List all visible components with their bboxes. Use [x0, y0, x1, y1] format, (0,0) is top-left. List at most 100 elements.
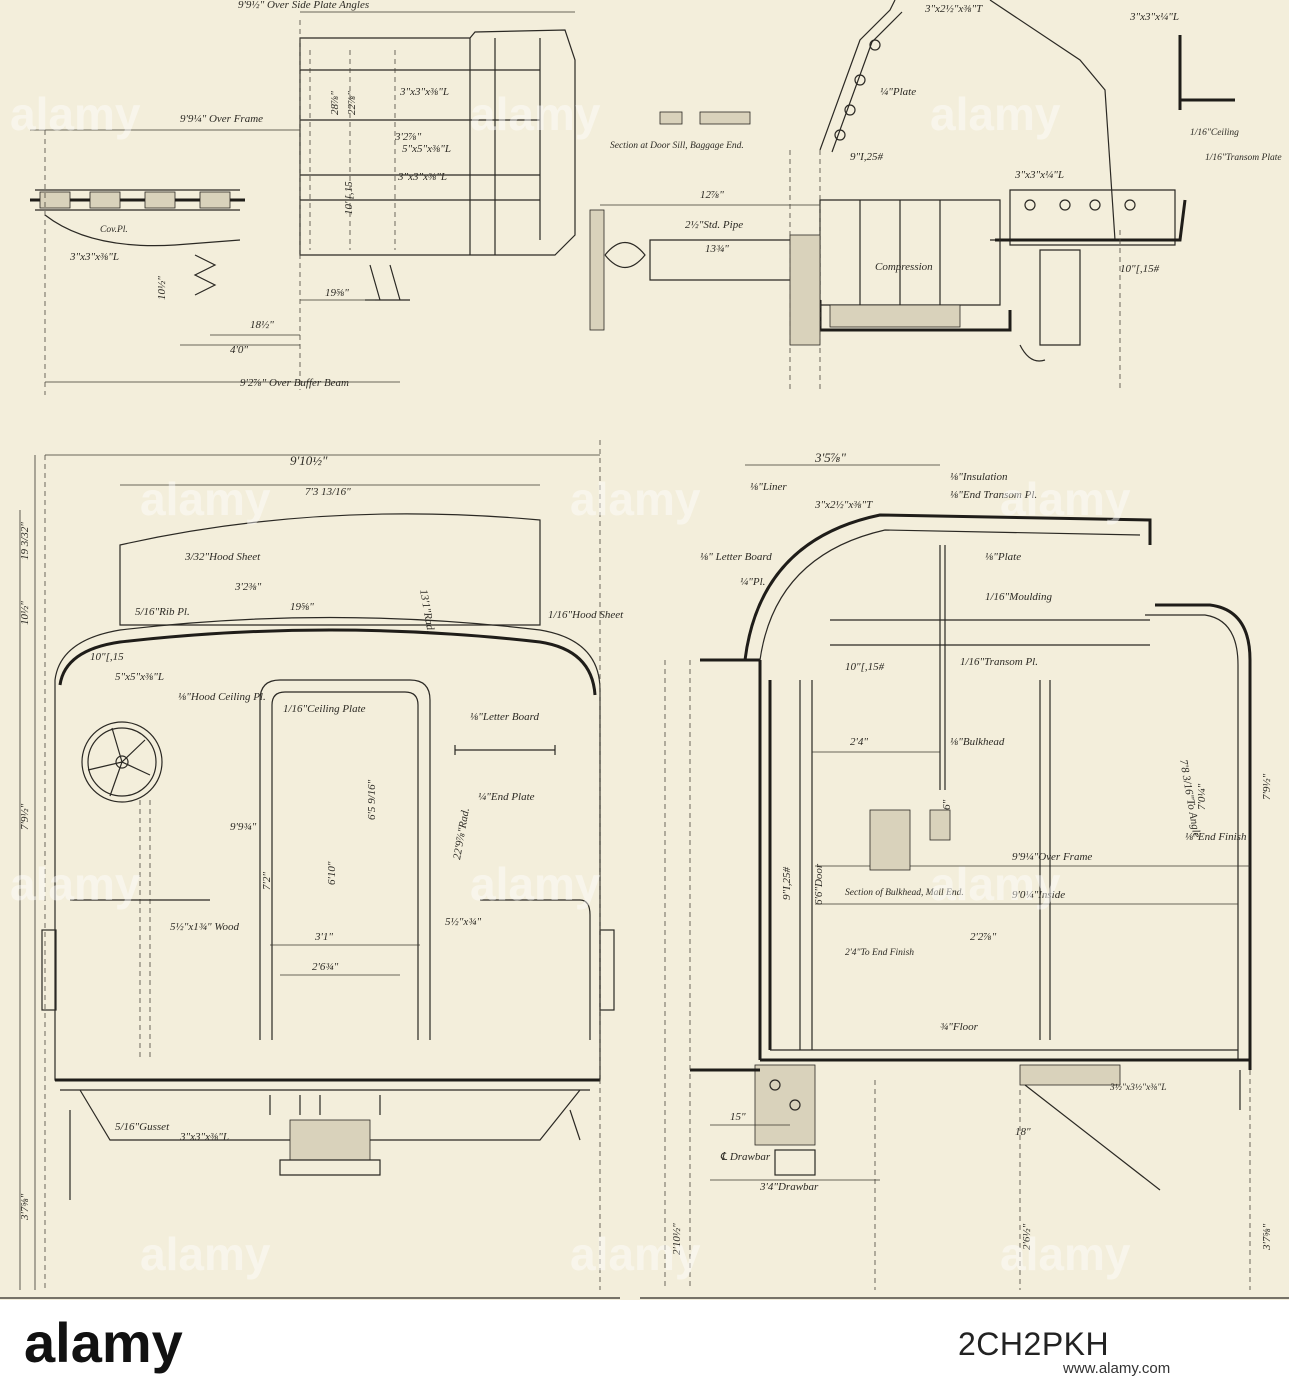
label-dim-7-0: 7'0¼": [1196, 783, 1208, 810]
label-dim-7-9-left: 7'9½": [19, 803, 31, 830]
label-rad-13: 13'1"Rad.: [417, 588, 436, 633]
label-moulding: 1/16"Moulding: [985, 591, 1052, 603]
label-dim-3-1: 3'1": [314, 931, 333, 943]
label-channel-top-right: 10"[,15#: [1120, 263, 1160, 275]
watermark-text: alamy: [470, 858, 601, 910]
label-over-side-plate-angles: 9'9½" Over Side Plate Angles: [238, 0, 369, 11]
brake-wheel: [81, 721, 163, 803]
label-drawbar-34: 3'4"Drawbar: [759, 1181, 819, 1193]
label-dim-6-10: 6'10": [326, 861, 338, 885]
label-dim-2-6: 2'6¾": [312, 961, 339, 973]
watermark-text: alamy: [470, 88, 601, 140]
label-dim-2-10: 2'10½": [671, 1223, 683, 1255]
label-dim-19-bottom: 19⅝": [290, 601, 314, 613]
label-over-buffer-beam: 9'2⅞" Over Buffer Beam: [240, 377, 349, 389]
label-end-transom: ⅛"End Transom Pl.: [950, 489, 1037, 501]
label-cov-pl: Cov.Pl.: [100, 225, 128, 235]
label-wood: 5½"x1¾" Wood: [170, 921, 240, 933]
label-dim-12: 12⅞": [700, 189, 724, 201]
label-beam-right: 9"I,25#: [781, 866, 793, 900]
technical-drawing: 9'9½" Over Side Plate Angles 3"x3"x⅜"L 3…: [0, 0, 1289, 1299]
label-over-frame-right: 9'9¼"Over Frame: [1012, 851, 1092, 863]
label-dim-10-side: 10½": [19, 601, 31, 625]
label-transom-pl: 1/16"Transom Pl.: [960, 656, 1038, 668]
label-gusset: 5/16"Gusset: [115, 1121, 170, 1133]
watermark-text: alamy: [10, 88, 141, 140]
label-dim-9-9: 9'9¾": [230, 821, 257, 833]
label-dim-9-10: 9'10½": [290, 453, 328, 468]
watermark-text: alamy: [10, 858, 141, 910]
label-letter-board-right: ⅛" Letter Board: [700, 551, 772, 563]
label-angle-3x3-frame: 3"x3"x⅜"L: [69, 251, 119, 263]
label-end-finish: ⅛"End Finish: [1185, 831, 1247, 843]
label-angle-3x3-top-right: 3"x3"x¼"L: [1129, 11, 1179, 23]
label-dim-2-6-right: 2'6½": [1021, 1223, 1033, 1250]
label-dim-6-5-left: 6'5 9/16": [366, 779, 378, 820]
label-dim-7-9-right: 7'9½": [1261, 773, 1273, 800]
label-angle-t: 3"x2½"x⅜"T: [814, 499, 873, 511]
label-over-frame: 9'9¼" Over Frame: [180, 113, 263, 125]
watermark-text: alamy: [570, 1228, 701, 1280]
label-channel-bottom-right: 10"[,15#: [845, 661, 885, 673]
site-url[interactable]: www.alamy.com: [1063, 1360, 1171, 1377]
watermark-layer: alamy alamy alamy alamy alamy alamy alam…: [10, 88, 1131, 1280]
label-liner: ⅛"Liner: [750, 481, 787, 493]
label-section-bulkhead: Section of Bulkhead, Mail End.: [845, 887, 964, 898]
label-angle-3x3-lower: 3"x3"x⅜"L: [397, 171, 447, 183]
label-floor: ¾"Floor: [940, 1021, 979, 1033]
label-section-door-sill: Section at Door Sill, Baggage End.: [610, 141, 744, 151]
label-dim-18: 18½": [250, 319, 274, 331]
label-letter-board: ⅛"Letter Board: [470, 711, 539, 723]
label-drawbar-center: ℄ Drawbar: [720, 1151, 771, 1163]
watermark-text: alamy: [930, 88, 1061, 140]
label-angle-bottom-right: 3½"x3½"x⅜"L: [1109, 1082, 1167, 1093]
label-angle-5x5: 5"x5"x⅜"L: [402, 143, 451, 155]
label-to-end-finish: 2'4"To End Finish: [845, 948, 914, 958]
label-rad-22: 22'9⅞"Rad.: [451, 807, 472, 860]
alamy-logo[interactable]: alamy: [20, 1310, 250, 1380]
label-dim-4-0: 4'0": [230, 344, 248, 356]
label-pl-quarter: ¼"Pl.: [740, 576, 765, 588]
label-angle-3x3-right: 3"x3"x¼"L: [1014, 169, 1064, 181]
label-dim-28: 28⅞": [329, 91, 341, 115]
label-plate-quarter: ¼"Plate: [880, 86, 916, 98]
label-bulkhead: ⅛"Bulkhead: [950, 736, 1005, 748]
label-dim-19-3: 19 3/32": [19, 522, 31, 560]
top-right-view: ¼"Plate 3"x2½"x⅜"T 3"x3"x¼"L 1/16"Ceilin…: [589, 0, 1282, 390]
label-ceiling: 1/16"Ceiling: [1190, 128, 1239, 138]
label-beam-9in: 9"I,25#: [850, 151, 884, 163]
drawing-sheet: 9'9½" Over Side Plate Angles 3"x3"x⅜"L 3…: [0, 0, 1289, 1300]
label-std-pipe: 2½"Std. Pipe: [685, 219, 743, 231]
top-left-view: 9'9½" Over Side Plate Angles 3"x3"x⅜"L 3…: [30, 0, 576, 395]
label-angle-top: 3"x2½"x⅜"T: [924, 3, 983, 15]
label-angle-bottom-left: 3"x3"x⅜"L: [179, 1131, 229, 1143]
label-channel-bottom-left: 10"[,15: [90, 651, 124, 663]
label-insulation: ⅛"Insulation: [950, 471, 1008, 483]
label-dim-3-5: 3'5⅞": [814, 450, 847, 465]
label-dim-2-4: 2'4": [850, 736, 868, 748]
label-dim-3-2: 3'2⅞": [394, 131, 422, 143]
label-angle-3x3-upper: 3"x3"x⅜"L: [399, 86, 449, 98]
label-dim-19: 19⅝": [325, 287, 349, 299]
watermark-text: alamy: [570, 473, 701, 525]
label-dim-3-2-bottom: 3'2⅜": [234, 581, 262, 593]
label-dim-7-2: 7'2": [261, 872, 273, 890]
label-transom-plate: 1/16"Transom Plate: [1205, 153, 1282, 163]
label-dim-10: 10½": [156, 276, 168, 300]
label-inside: 9'0¼"Inside: [1012, 889, 1065, 901]
label-hood-sheet-right: 1/16"Hood Sheet: [548, 609, 624, 621]
watermark-text: alamy: [1000, 473, 1131, 525]
watermark-text: alamy: [930, 858, 1061, 910]
label-channel-top-left: 10"[,15: [343, 181, 355, 215]
label-dim-3-7-right: 3'7⅝": [1261, 1223, 1273, 1251]
label-dim-22: 22⅞": [346, 91, 358, 115]
label-plate-eighth: ⅛"Plate: [985, 551, 1021, 563]
label-end-plate: ¼"End Plate: [478, 791, 535, 803]
watermark-text: alamy: [140, 1228, 271, 1280]
label-hood-sheet: 3/32"Hood Sheet: [184, 551, 261, 563]
label-dim-13: 13¾": [705, 243, 729, 255]
bottom-right-view: 3'5⅞" ⅛"Liner ⅛"Insulation ⅛"End Transom…: [664, 450, 1273, 1290]
bottom-left-view: 9'10½" 7'3 13/16" 3/32"Hood Sheet 3'2⅜" …: [19, 440, 624, 1290]
alamy-logo-text: alamy: [24, 1311, 183, 1374]
label-dim-15: 15": [730, 1111, 746, 1123]
